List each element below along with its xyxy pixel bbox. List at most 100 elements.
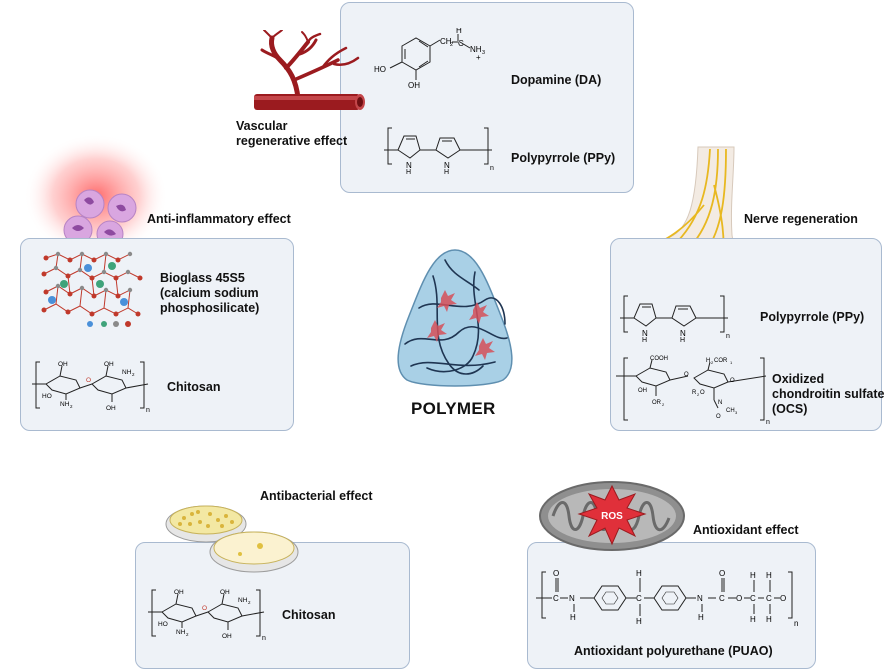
svg-text:COOH: COOH (650, 356, 668, 362)
svg-text:H: H (750, 571, 756, 580)
svg-text:OH: OH (222, 633, 232, 640)
svg-text:O: O (202, 605, 207, 612)
svg-text:CH: CH (440, 37, 452, 46)
polypyrrole-structure-top: N. H N H n (384, 127, 494, 174)
vascular-effect-label: Vascular regenerative effect (236, 119, 348, 148)
inflammation-cells-icon (24, 134, 168, 258)
svg-text:2: 2 (711, 360, 714, 365)
svg-text:O: O (86, 377, 91, 384)
ros-label: ROS (601, 511, 623, 522)
polymer-title: POLYMER (411, 399, 496, 418)
svg-text:H: H (444, 169, 449, 174)
nerve-regeneration-label: Nerve regeneration (744, 212, 858, 226)
svg-text:COR: COR (714, 358, 728, 364)
puao-label: Antioxidant polyurethane (PUAO) (574, 644, 773, 658)
svg-text:C: C (458, 39, 464, 48)
svg-text:O: O (684, 372, 689, 378)
antioxidant-effect-label: Antioxidant effect (693, 523, 799, 537)
svg-text:O: O (719, 569, 725, 578)
svg-text:3: 3 (735, 410, 738, 415)
svg-text:H: H (698, 613, 704, 622)
chitosan-label-bottom: Chitosan (282, 608, 336, 622)
anti-inflammatory-effect-label: Anti-inflammatory effect (147, 212, 291, 226)
svg-text:O: O (716, 414, 721, 420)
svg-text:2: 2 (450, 42, 453, 48)
svg-text:OH: OH (408, 81, 420, 90)
polypyrrole-label-right: Polypyrrole (PPy) (760, 310, 865, 324)
bioglass-label: Bioglass 45S5 (calcium sodium phosphosil… (160, 271, 260, 315)
dopamine-label: Dopamine (DA) (511, 73, 602, 87)
svg-text:O: O (780, 594, 786, 603)
svg-text:OH: OH (106, 405, 116, 412)
puao-structure: O C N H H C H N H O C O H C H H C H O n (536, 569, 798, 628)
svg-text:1: 1 (730, 360, 733, 365)
svg-text:OH: OH (220, 589, 230, 596)
svg-text:2: 2 (132, 372, 135, 377)
svg-text:2: 2 (248, 600, 251, 605)
antibacterial-effect-label: Antibacterial effect (260, 489, 373, 503)
svg-text:N: N (444, 161, 450, 170)
svg-text:2: 2 (70, 404, 73, 409)
svg-text:H: H (706, 358, 710, 364)
svg-text:C: C (719, 594, 725, 603)
svg-text:OH: OH (638, 388, 647, 394)
svg-text:R: R (692, 390, 697, 396)
svg-text:O: O (700, 390, 705, 396)
svg-text:H: H (636, 569, 642, 578)
svg-text:2: 2 (662, 402, 665, 407)
vascular-panel (340, 2, 634, 193)
svg-text:3: 3 (482, 50, 485, 56)
chitosan-label-left: Chitosan (167, 380, 221, 394)
svg-text:n: n (262, 635, 266, 642)
svg-text:C: C (766, 594, 772, 603)
svg-text:H: H (636, 617, 642, 626)
svg-text:H: H (456, 28, 462, 35)
svg-text:C: C (553, 594, 559, 603)
svg-text:OH: OH (174, 589, 184, 596)
antioxidant-panel (527, 542, 816, 669)
svg-text:H: H (766, 571, 772, 580)
svg-text:n: n (146, 407, 150, 414)
svg-text:NH: NH (470, 45, 482, 54)
svg-text:O: O (736, 594, 742, 603)
bioglass-structure (41, 251, 143, 327)
svg-text:OH: OH (104, 361, 114, 368)
petri-dish-icon (165, 505, 299, 573)
mitochondria-icon: ROS (539, 481, 685, 551)
svg-text:N: N (718, 400, 722, 406)
svg-text:2: 2 (697, 392, 700, 397)
svg-text:2: 2 (186, 632, 189, 637)
svg-text:n: n (490, 165, 494, 172)
svg-text:n: n (794, 619, 798, 628)
svg-text:NH: NH (60, 401, 70, 408)
svg-text:N: N (680, 329, 686, 338)
svg-text:H: H (570, 613, 576, 622)
blood-vessel-icon (254, 30, 365, 110)
svg-text:O: O (553, 569, 559, 578)
svg-text:H: H (406, 169, 411, 174)
svg-text:HO: HO (158, 621, 168, 628)
svg-text:OR: OR (652, 400, 662, 406)
svg-text:NH: NH (238, 597, 248, 604)
polypyrrole-label-top: Polypyrrole (PPy) (511, 151, 616, 165)
polypyrrole-structure-right: N H N H n (620, 295, 730, 342)
svg-text:C: C (636, 594, 642, 603)
svg-text:H: H (766, 615, 772, 624)
svg-text:H: H (642, 337, 647, 342)
svg-text:NH: NH (176, 629, 186, 636)
svg-text:N: N (569, 594, 575, 603)
svg-text:N: N (697, 594, 703, 603)
svg-text:N: N (642, 329, 648, 338)
svg-text:+: + (476, 53, 481, 62)
svg-text:H: H (750, 615, 756, 624)
svg-text:CH: CH (726, 408, 735, 414)
ocs-label: Oxidized chondroitin sulfate (OCS) (772, 372, 885, 416)
svg-text:HO: HO (42, 393, 52, 400)
svg-text:OH: OH (58, 361, 68, 368)
svg-text:n: n (766, 419, 770, 426)
nerve-panel (610, 238, 882, 431)
